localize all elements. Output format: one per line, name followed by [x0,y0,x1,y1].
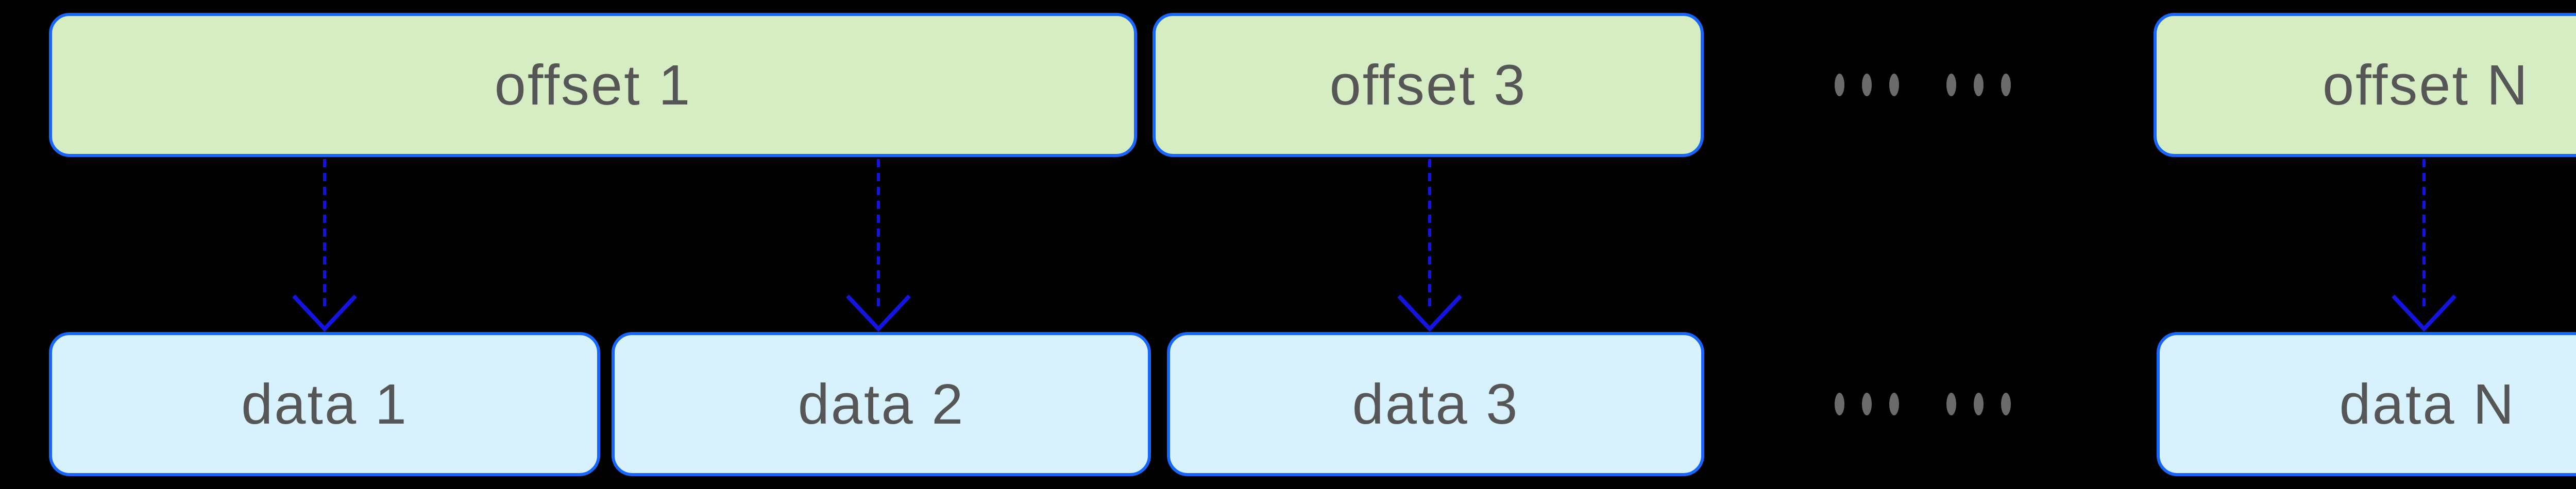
ellipsis-top [1835,74,2011,96]
node-data-3: data 3 [1167,332,1704,476]
node-data-N: data N [2157,332,2576,476]
arrow-offset1-to-data2 [846,159,911,332]
node-data-N-label: data N [2339,372,2516,436]
dot-icon [1889,393,1899,415]
arrow-offset3-to-data3 [1397,159,1462,332]
dot-icon [1974,74,1984,96]
node-data-2-label: data 2 [798,372,965,436]
node-offset-3: offset 3 [1153,13,1704,157]
dot-icon [1835,74,1844,96]
dot-icon [1862,74,1872,96]
node-offset-1-label: offset 1 [494,53,692,117]
ellipsis-bottom-group-1 [1835,393,1899,415]
node-data-2: data 2 [612,332,1151,476]
node-offset-1: offset 1 [49,13,1137,157]
node-data-1: data 1 [49,332,600,476]
dot-icon [1974,393,1984,415]
dot-icon [1889,74,1899,96]
node-data-1-label: data 1 [241,372,408,436]
arrow-offset1-to-data1 [292,159,357,332]
node-offset-N-label: offset N [2322,53,2530,117]
dot-icon [1946,393,1956,415]
dot-icon [1862,393,1872,415]
ellipsis-top-group-2 [1946,74,2011,96]
dot-icon [2001,393,2011,415]
node-offset-N: offset N [2154,13,2576,157]
ellipsis-bottom-group-2 [1946,393,2011,415]
ellipsis-bottom [1835,393,2011,415]
node-offset-3-label: offset 3 [1329,53,1527,117]
ellipsis-top-group-1 [1835,74,1899,96]
node-data-3-label: data 3 [1352,372,1519,436]
dot-icon [2001,74,2011,96]
dot-icon [1946,74,1956,96]
dot-icon [1835,393,1844,415]
arrow-offsetN-to-dataN [2392,159,2456,332]
